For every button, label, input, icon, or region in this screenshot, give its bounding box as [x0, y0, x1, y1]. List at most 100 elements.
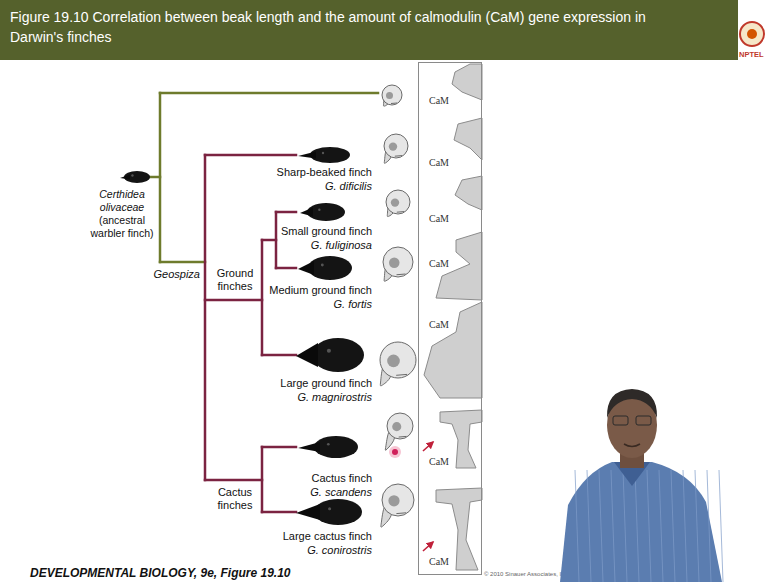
skull-cranium	[380, 342, 416, 378]
species-binomial: G. conirostris	[307, 544, 372, 557]
logo-core	[747, 29, 757, 39]
clade-label: Cactus finches	[210, 486, 260, 512]
title-bar: Figure 19.10 Correlation between beak le…	[0, 0, 738, 60]
cam-expression-stain	[455, 176, 482, 210]
pointer-arrow	[423, 542, 433, 551]
skull-drawing	[386, 190, 410, 217]
bird-beak	[296, 504, 320, 520]
species-common-name: Sharp-beaked finch	[277, 166, 372, 179]
species-binomial: G. magnirostris	[297, 391, 372, 404]
pointer-dot	[392, 449, 398, 455]
shirt-check	[671, 470, 675, 582]
bird-head	[314, 436, 358, 458]
lecturer-glasses	[636, 416, 651, 425]
shirt-check	[575, 470, 579, 582]
shirt-check	[611, 470, 615, 582]
tree-branch	[262, 511, 296, 514]
tree-branch	[276, 267, 296, 270]
bird-eye	[328, 507, 331, 510]
skull-drawing	[384, 134, 408, 163]
bird-eye	[131, 174, 133, 176]
shirt-check	[635, 470, 639, 582]
tree-branch	[150, 176, 160, 179]
lecturer-glasses	[613, 416, 628, 425]
bird-beak	[298, 442, 320, 452]
bird-beak	[298, 152, 316, 159]
bird-eye	[321, 264, 324, 267]
skull-orbit	[392, 422, 401, 431]
skull-cranium	[382, 85, 402, 105]
skull-cranium	[382, 484, 414, 516]
tree-branch	[205, 299, 262, 302]
species-common-name: Cactus finch	[311, 472, 372, 485]
skull-cranium	[384, 134, 408, 158]
pointer-arrow	[423, 442, 433, 451]
skull-orbit	[388, 495, 399, 506]
tree-branch	[205, 154, 296, 157]
expression-panels	[424, 64, 482, 570]
bird-head	[312, 338, 364, 372]
skull-jaw	[396, 374, 407, 376]
tree-branch	[261, 447, 264, 512]
gene-label: CaM	[429, 213, 449, 224]
shirt-check	[587, 470, 591, 582]
skull-drawing	[383, 247, 413, 281]
skull-jaw	[395, 155, 402, 157]
bird-photos	[120, 147, 364, 525]
shirt-check	[599, 470, 603, 582]
skull-jaw	[391, 103, 397, 105]
species-binomial: G. dificilis	[325, 180, 372, 193]
species-common-name: Large ground finch	[280, 377, 372, 390]
bird-head	[308, 256, 352, 280]
gene-label: CaM	[429, 556, 449, 567]
bird-head-photo	[298, 147, 350, 163]
gene-label: CaM	[429, 319, 449, 330]
figure-source: DEVELOPMENTAL BIOLOGY, 9e, Figure 19.10	[30, 566, 291, 580]
tree-branch	[204, 155, 207, 480]
shirt-check	[719, 470, 723, 582]
tree-branch	[262, 239, 276, 242]
logo-ring	[740, 22, 764, 46]
species-binomial: G. scandens	[310, 486, 372, 499]
genus-label: Geospiza	[154, 268, 200, 281]
tree-branch	[205, 479, 262, 482]
skull-drawing	[381, 484, 414, 527]
skull-orbit	[389, 258, 400, 269]
gene-label: CaM	[429, 456, 449, 467]
shirt-check	[623, 470, 627, 582]
gene-label: CaM	[429, 258, 449, 269]
skull-drawing	[382, 85, 402, 106]
bird-eye	[327, 443, 330, 446]
tree-branch	[261, 240, 264, 355]
bird-head	[314, 499, 362, 525]
species-binomial: G. fuliginosa	[311, 239, 372, 252]
tree-branch	[160, 261, 205, 264]
bird-head-photo	[296, 499, 362, 525]
bird-head-photo	[300, 203, 345, 221]
bird-head-photo	[298, 256, 352, 280]
bird-beak	[300, 208, 313, 217]
lecturer-shirt	[560, 462, 722, 582]
shirt-check	[647, 470, 651, 582]
cam-expression-stain	[454, 118, 482, 160]
skulls	[380, 85, 416, 527]
skull-cranium	[387, 413, 413, 439]
skull-drawing	[380, 342, 416, 386]
shirt-check	[683, 470, 687, 582]
bird-eye	[327, 349, 331, 353]
phylogenetic-tree	[150, 93, 378, 512]
skull-jaw	[397, 211, 404, 213]
logo-text: NPTEL	[739, 50, 764, 59]
bird-head-photo	[296, 338, 364, 372]
species-common-name: Small ground finch	[281, 225, 372, 238]
bird-head-photo	[120, 171, 150, 183]
bird-head-photo	[298, 436, 358, 458]
skull-jaw	[399, 436, 407, 438]
clade-label: Ground finches	[210, 267, 260, 293]
skull-orbit	[387, 355, 400, 368]
bird-beak	[296, 343, 318, 367]
skull-orbit	[386, 92, 393, 99]
pointer-halo	[389, 446, 401, 458]
expression-panel-box: CaMCaMCaMCaMCaMCaMCaM	[418, 62, 482, 575]
tree-branch	[275, 212, 278, 268]
